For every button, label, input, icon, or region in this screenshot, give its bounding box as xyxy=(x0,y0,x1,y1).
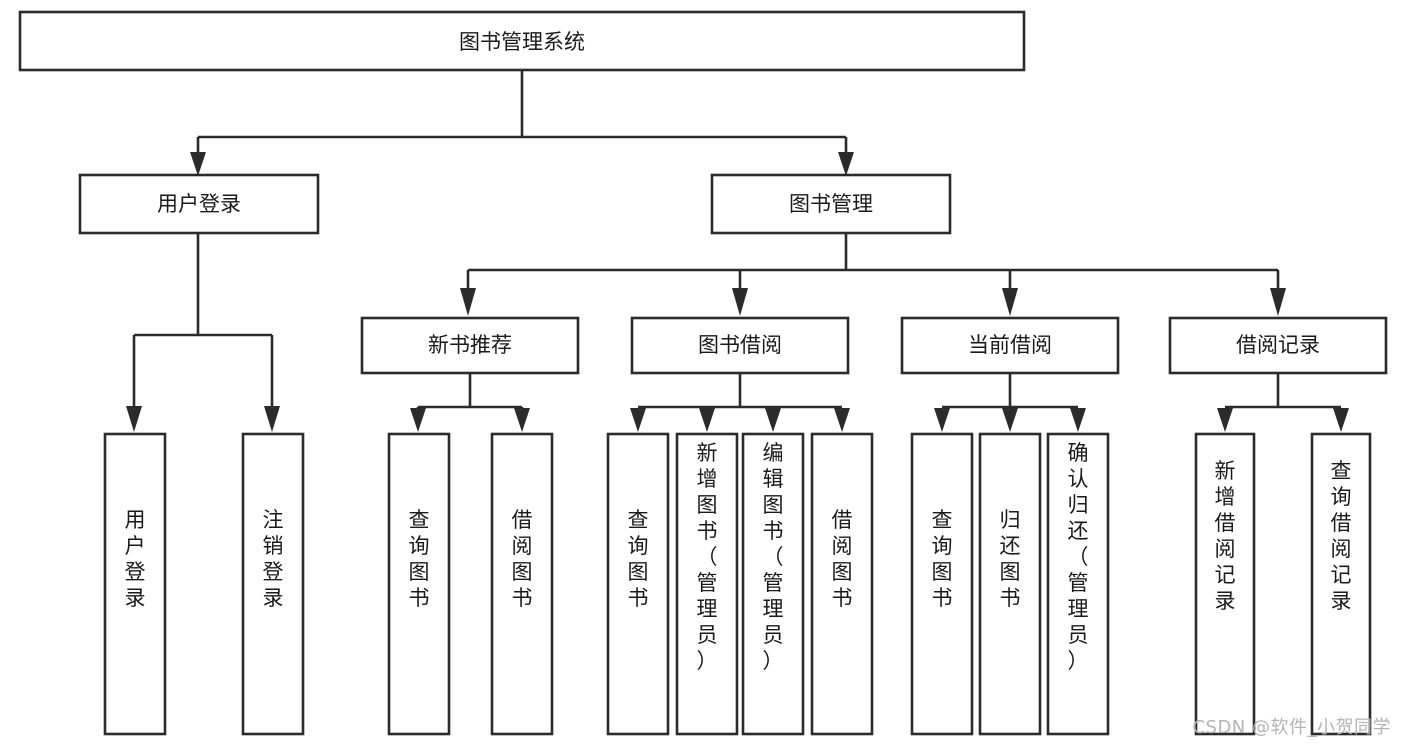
node-leaf-add-book-admin-box[interactable] xyxy=(675,432,739,736)
node-new-book-rec-box[interactable] xyxy=(360,316,580,375)
node-leaf-add-borrow-record-label: 新增借阅记录 xyxy=(1215,459,1236,613)
node-new-book-rec[interactable]: 新书推荐 xyxy=(360,316,580,375)
csdn-watermark: CSDN @软件_小贺同学 xyxy=(1192,717,1391,738)
node-user-login-label: 用户登录 xyxy=(157,192,241,216)
node-book-borrow-box[interactable] xyxy=(630,316,850,375)
node-leaf-borrow-book-rec[interactable]: 借阅图书 xyxy=(490,432,554,736)
node-root-box[interactable] xyxy=(18,10,1026,72)
node-borrow-record[interactable]: 借阅记录 xyxy=(1168,316,1388,375)
node-current-borrow-box[interactable] xyxy=(900,316,1120,375)
node-root[interactable]: 图书管理系统 xyxy=(18,10,1026,72)
node-leaf-query-book-cur-box[interactable] xyxy=(910,432,974,736)
node-leaf-query-book-cur-label: 查询图书 xyxy=(932,508,953,610)
node-leaf-borrow-book-box[interactable] xyxy=(810,432,874,736)
arrow-to-leaf-borrow-book xyxy=(834,408,850,432)
node-leaf-user-login-box[interactable] xyxy=(103,432,167,736)
arrow-to-leaf-return-book xyxy=(1002,408,1018,432)
node-leaf-edit-book-admin-label: 编辑图书（管理员） xyxy=(763,441,784,673)
node-leaf-add-borrow-record[interactable]: 新增借阅记录 xyxy=(1194,432,1256,736)
node-leaf-add-book-admin[interactable]: 新增图书（管理员） xyxy=(675,432,739,736)
node-leaf-query-borrow-record-box[interactable] xyxy=(1310,432,1372,736)
node-leaf-borrow-book[interactable]: 借阅图书 xyxy=(810,432,874,736)
node-leaf-logout-label: 注销登录 xyxy=(263,508,284,610)
node-book-manage-box[interactable] xyxy=(710,173,952,235)
node-leaf-confirm-return-admin-label: 确认归还（管理员） xyxy=(1068,441,1089,673)
node-leaf-query-book-rec[interactable]: 查询图书 xyxy=(387,432,451,736)
node-leaf-borrow-book-label: 借阅图书 xyxy=(832,508,853,610)
arrow-to-leaf-query-borrow-record xyxy=(1333,408,1349,432)
arrow-to-leaf-query-book-rec xyxy=(410,408,426,432)
node-leaf-user-login-label: 用户登录 xyxy=(125,508,146,610)
node-leaf-query-book-borrow-label: 查询图书 xyxy=(628,508,649,610)
node-leaf-user-login[interactable]: 用户登录 xyxy=(103,432,167,736)
node-leaf-return-book[interactable]: 归还图书 xyxy=(978,432,1042,736)
node-leaf-edit-book-admin-box[interactable] xyxy=(741,432,805,736)
node-leaf-add-book-admin-label: 新增图书（管理员） xyxy=(697,441,718,673)
node-leaf-query-book-rec-label: 查询图书 xyxy=(409,508,430,610)
arrow-to-leaf-query-book-borrow xyxy=(630,408,646,432)
node-leaf-borrow-book-rec-label: 借阅图书 xyxy=(512,508,533,610)
arrow-to-leaf-query-book-cur xyxy=(934,408,950,432)
arrow-to-leaf-confirm-return-admin xyxy=(1070,408,1086,432)
node-leaf-query-book-borrow-box[interactable] xyxy=(606,432,670,736)
arrow-to-user-login xyxy=(190,152,206,176)
node-user-login[interactable]: 用户登录 xyxy=(78,173,320,235)
arrow-to-book-manage xyxy=(838,152,854,176)
node-current-borrow-label: 当前借阅 xyxy=(968,333,1052,357)
node-leaf-return-book-box[interactable] xyxy=(978,432,1042,736)
node-leaf-query-book-rec-box[interactable] xyxy=(387,432,451,736)
node-leaf-logout-box[interactable] xyxy=(241,432,305,736)
connector-layer xyxy=(126,70,1349,432)
node-leaf-return-book-label: 归还图书 xyxy=(1000,508,1021,610)
node-book-borrow[interactable]: 图书借阅 xyxy=(630,316,850,375)
node-leaf-borrow-book-rec-box[interactable] xyxy=(490,432,554,736)
node-leaf-edit-book-admin[interactable]: 编辑图书（管理员） xyxy=(741,432,805,736)
node-leaf-logout[interactable]: 注销登录 xyxy=(241,432,305,736)
arrow-to-leaf-user-login xyxy=(126,406,142,432)
node-leaf-query-book-borrow[interactable]: 查询图书 xyxy=(606,432,670,736)
node-leaf-query-borrow-record-label: 查询借阅记录 xyxy=(1331,459,1352,613)
node-new-book-rec-label: 新书推荐 xyxy=(428,333,512,357)
arrow-to-book-borrow xyxy=(732,288,748,316)
node-leaf-confirm-return-admin-box[interactable] xyxy=(1046,432,1110,736)
arrow-to-leaf-add-borrow-record xyxy=(1217,408,1233,432)
node-leaf-query-book-cur[interactable]: 查询图书 xyxy=(910,432,974,736)
node-leaf-confirm-return-admin[interactable]: 确认归还（管理员） xyxy=(1046,432,1110,736)
node-book-manage-label: 图书管理 xyxy=(789,192,873,216)
arrow-to-leaf-logout xyxy=(264,406,280,432)
node-user-login-box[interactable] xyxy=(78,173,320,235)
node-borrow-record-box[interactable] xyxy=(1168,316,1388,375)
node-root-label: 图书管理系统 xyxy=(459,30,585,54)
arrow-to-leaf-edit-book-admin xyxy=(765,408,781,432)
arrow-to-new-book-rec xyxy=(460,288,476,316)
node-book-manage[interactable]: 图书管理 xyxy=(710,173,952,235)
arrow-to-leaf-borrow-book-rec xyxy=(514,408,530,432)
node-borrow-record-label: 借阅记录 xyxy=(1236,333,1320,357)
node-book-borrow-label: 图书借阅 xyxy=(698,333,782,357)
arrow-to-borrow-record xyxy=(1270,288,1286,316)
node-leaf-query-borrow-record[interactable]: 查询借阅记录 xyxy=(1310,432,1372,736)
arrow-to-leaf-add-book-admin xyxy=(699,408,715,432)
node-leaf-add-borrow-record-box[interactable] xyxy=(1194,432,1256,736)
node-current-borrow[interactable]: 当前借阅 xyxy=(900,316,1120,375)
arrow-to-current-borrow xyxy=(1002,288,1018,316)
